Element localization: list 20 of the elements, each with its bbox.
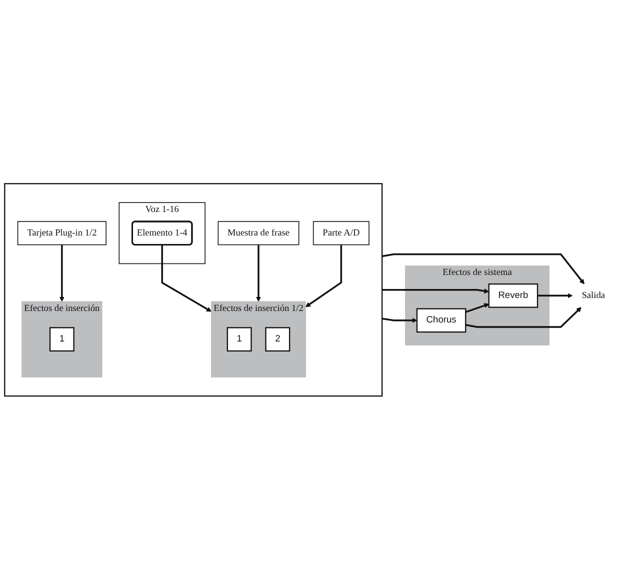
arrow xyxy=(161,244,212,312)
cluster xyxy=(4,183,383,397)
arrow xyxy=(465,307,582,328)
arrow xyxy=(382,318,418,324)
arrow xyxy=(256,244,262,302)
node-box: Tarjeta Plug-in 1/2 xyxy=(17,221,106,246)
node-box: 1 xyxy=(49,327,74,352)
arrow xyxy=(382,253,584,284)
node-box: 2 xyxy=(265,327,290,352)
node-box: Muestra de frase xyxy=(218,221,300,246)
arrow xyxy=(59,244,64,302)
node-box: Parte A/D xyxy=(312,221,370,246)
node-text: Salida xyxy=(582,290,606,300)
arrow xyxy=(305,244,342,308)
arrow xyxy=(538,293,573,298)
arrow xyxy=(465,303,490,313)
node-box: 1 xyxy=(226,327,252,352)
arrow xyxy=(382,288,490,294)
node-box: Chorus xyxy=(416,308,466,333)
node-box: Reverb xyxy=(488,284,538,308)
